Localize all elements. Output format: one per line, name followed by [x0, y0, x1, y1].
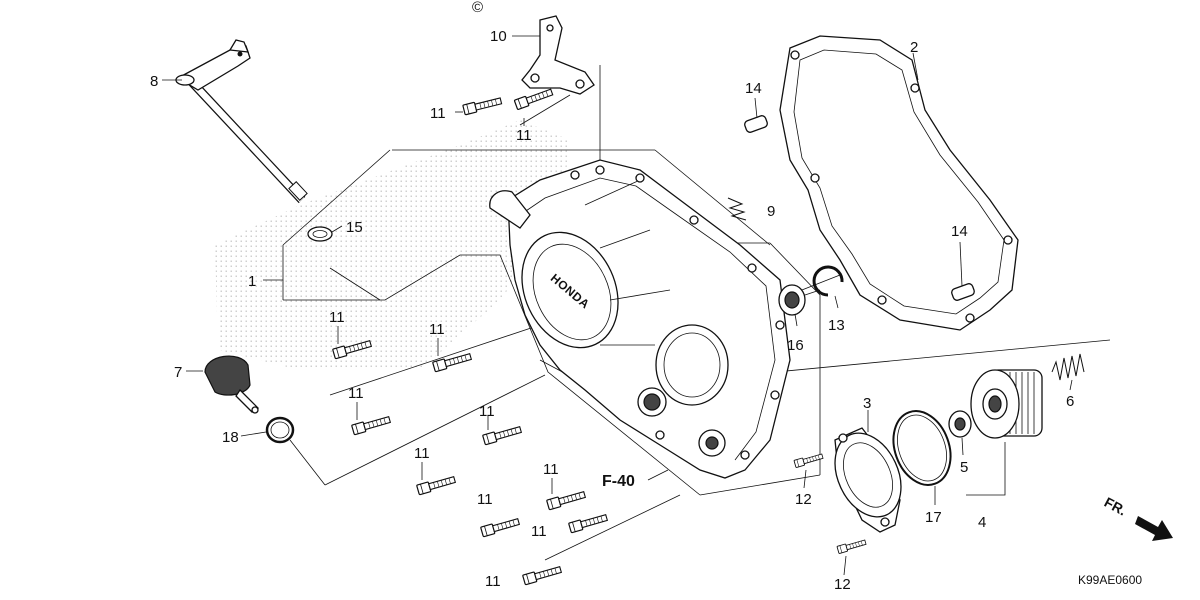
- bolt-11-k: [522, 564, 563, 586]
- oil-seal-ring: [307, 226, 333, 242]
- oil-filler-cap: [204, 355, 260, 414]
- watermark: ©: [472, 0, 483, 16]
- callout-1: 1: [248, 273, 256, 290]
- gasket: [779, 35, 1019, 331]
- callout-5: 5: [960, 459, 968, 476]
- callout-2: 2: [910, 39, 918, 56]
- bolt-11-g: [416, 474, 457, 496]
- callout-11-k: 11: [485, 573, 501, 590]
- callout-11-b: 11: [516, 127, 532, 144]
- callout-14-a: 14: [745, 80, 762, 97]
- callout-3: 3: [863, 395, 871, 412]
- front-direction-indicator: FR.: [1102, 494, 1173, 541]
- callout-16: 16: [787, 337, 804, 354]
- reference-f40: F-40: [602, 473, 635, 490]
- bolt-11-j: [568, 512, 609, 534]
- dowel-pin-upper: [744, 115, 768, 133]
- circlip: [812, 265, 844, 297]
- callout-12-a: 12: [795, 491, 812, 508]
- callout-15: 15: [346, 219, 363, 236]
- callout-11-a: 11: [430, 105, 446, 122]
- callout-4: 4: [978, 514, 986, 531]
- bolt-11-b: [513, 86, 555, 111]
- direction-arrow-icon: [1135, 516, 1173, 541]
- shading-area: [215, 120, 570, 370]
- callout-13: 13: [828, 317, 845, 334]
- callout-17: 17: [925, 509, 942, 526]
- crankcase-cover: HONDA: [489, 159, 791, 479]
- oil-filter: [970, 369, 1043, 439]
- callout-11-i: 11: [477, 491, 493, 508]
- diagram-code: K99AE0600: [1078, 573, 1142, 587]
- callout-9: 9: [767, 203, 775, 220]
- callout-11-g: 11: [414, 445, 430, 462]
- callout-11-d: 11: [429, 321, 445, 338]
- shift-shaft: [175, 39, 308, 204]
- filter-spring: [1051, 353, 1085, 381]
- callout-18: 18: [222, 429, 239, 446]
- callout-6: 6: [1066, 393, 1074, 410]
- callout-11-j: 11: [531, 523, 547, 540]
- bolt-11-i: [480, 516, 521, 538]
- bolt-12-b: [836, 538, 867, 555]
- bolt-11-f: [482, 424, 523, 446]
- dowel-pin-lower: [951, 283, 975, 301]
- leader-lines: [162, 35, 1073, 576]
- callout-11-f: 11: [479, 403, 495, 420]
- callout-8: 8: [150, 73, 158, 90]
- bracket: [521, 15, 595, 95]
- direction-label: FR.: [1102, 494, 1129, 519]
- bolt-11-d: [432, 351, 473, 373]
- callout-11-e: 11: [348, 385, 364, 402]
- o-ring-17: [892, 410, 952, 486]
- callout-12-b: 12: [834, 576, 851, 593]
- callout-11-c: 11: [329, 309, 345, 326]
- bolt-11-a: [462, 95, 503, 116]
- callout-14-b: 14: [951, 223, 968, 240]
- bolt-12-a: [793, 452, 824, 469]
- small-spring: [727, 197, 747, 221]
- bolt-11-e: [351, 414, 392, 436]
- callout-10: 10: [490, 28, 507, 45]
- callout-7: 7: [174, 364, 182, 381]
- bolt-11-h: [546, 489, 587, 511]
- oil-filter-cover: [834, 427, 902, 533]
- callout-11-h: 11: [543, 461, 559, 478]
